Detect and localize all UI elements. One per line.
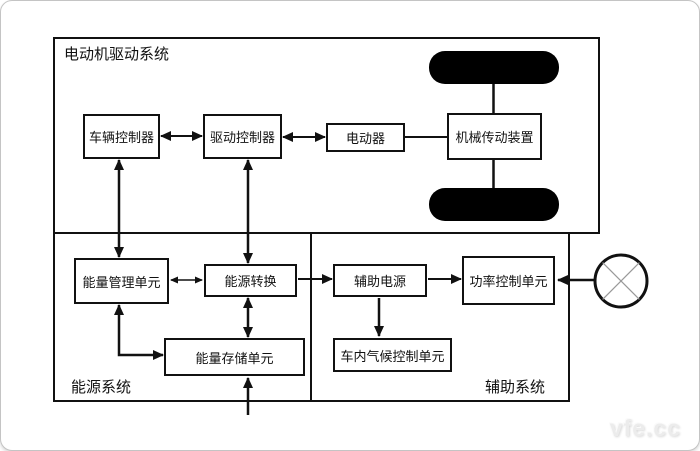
node-energy-storage: 能量存储单元: [164, 338, 305, 376]
section-title-auxiliary: 辅助系统: [485, 379, 546, 396]
node-climate-control: 车内气候控制单元: [333, 338, 452, 372]
watermark: vfe.cc: [609, 415, 681, 441]
node-energy-conversion: 能源转换: [204, 264, 297, 297]
node-drive-controller: 驱动控制器: [203, 114, 282, 159]
section-frame-auxiliary: [310, 232, 570, 402]
fan-icon: [593, 253, 649, 309]
node-energy-management: 能量管理单元: [74, 258, 169, 304]
node-aux-power: 辅助电源: [333, 264, 427, 297]
node-motor: 电动器: [326, 123, 405, 152]
node-vehicle-controller: 车辆控制器: [83, 114, 160, 159]
node-transmission: 机械传动装置: [447, 113, 542, 160]
node-power-control: 功率控制单元: [462, 256, 555, 305]
section-title-motor-drive: 电动机驱动系统: [64, 46, 170, 63]
section-title-energy: 能源系统: [71, 379, 132, 396]
